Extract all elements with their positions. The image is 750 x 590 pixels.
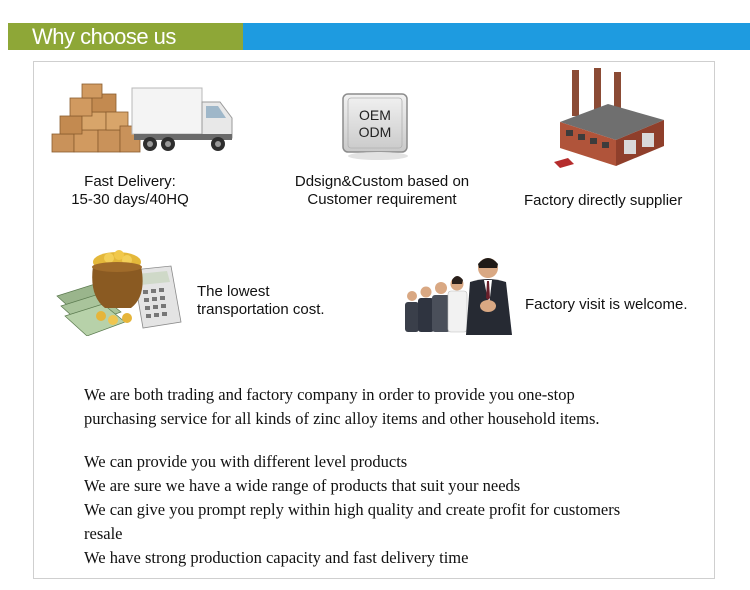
- person-icon: [405, 291, 419, 332]
- factory-supplier-text: Factory directly supplier: [524, 192, 683, 209]
- lowest-cost-text: The lowest transportation cost.: [197, 283, 325, 318]
- person-icon: [466, 258, 512, 335]
- person-icon: [432, 282, 450, 332]
- design-custom-text: Ddsign&Custom based on Customer requirem…: [294, 173, 470, 208]
- factory-visit-text: Factory visit is welcome.: [525, 296, 688, 313]
- money-savings-icon: [56, 250, 182, 336]
- person-icon: [418, 286, 434, 332]
- delivery-truck-illustration: [51, 83, 233, 153]
- list-item: We have strong production capacity and f…: [84, 548, 469, 567]
- fast-delivery-text: Fast Delivery: 15-30 days/40HQ: [71, 173, 189, 208]
- badge-bottom-text: ODM: [359, 124, 392, 140]
- oem-odm-badge-icon: OEM ODM: [342, 93, 408, 160]
- badge-top-text: OEM: [359, 107, 391, 123]
- person-icon: [447, 276, 468, 333]
- section-title-tab: Why choose us: [8, 23, 243, 50]
- list-item: We are sure we have a wide range of prod…: [84, 476, 521, 495]
- boxes-stack-icon: [51, 83, 141, 153]
- benefits-list: We can provide you with different level …: [84, 450, 620, 570]
- business-team-icon: [405, 258, 512, 335]
- intro-paragraph: We are both trading and factory company …: [84, 385, 600, 428]
- list-item: We can give you prompt reply within high…: [84, 500, 621, 519]
- gold-pot-icon: [92, 250, 143, 325]
- list-item: We can provide you with different level …: [84, 452, 408, 471]
- calculator-icon: [132, 265, 182, 329]
- truck-icon: [131, 87, 233, 151]
- factory-building-icon: [554, 68, 664, 168]
- list-item-continuation: resale: [84, 524, 123, 543]
- section-title: Why choose us: [32, 24, 176, 49]
